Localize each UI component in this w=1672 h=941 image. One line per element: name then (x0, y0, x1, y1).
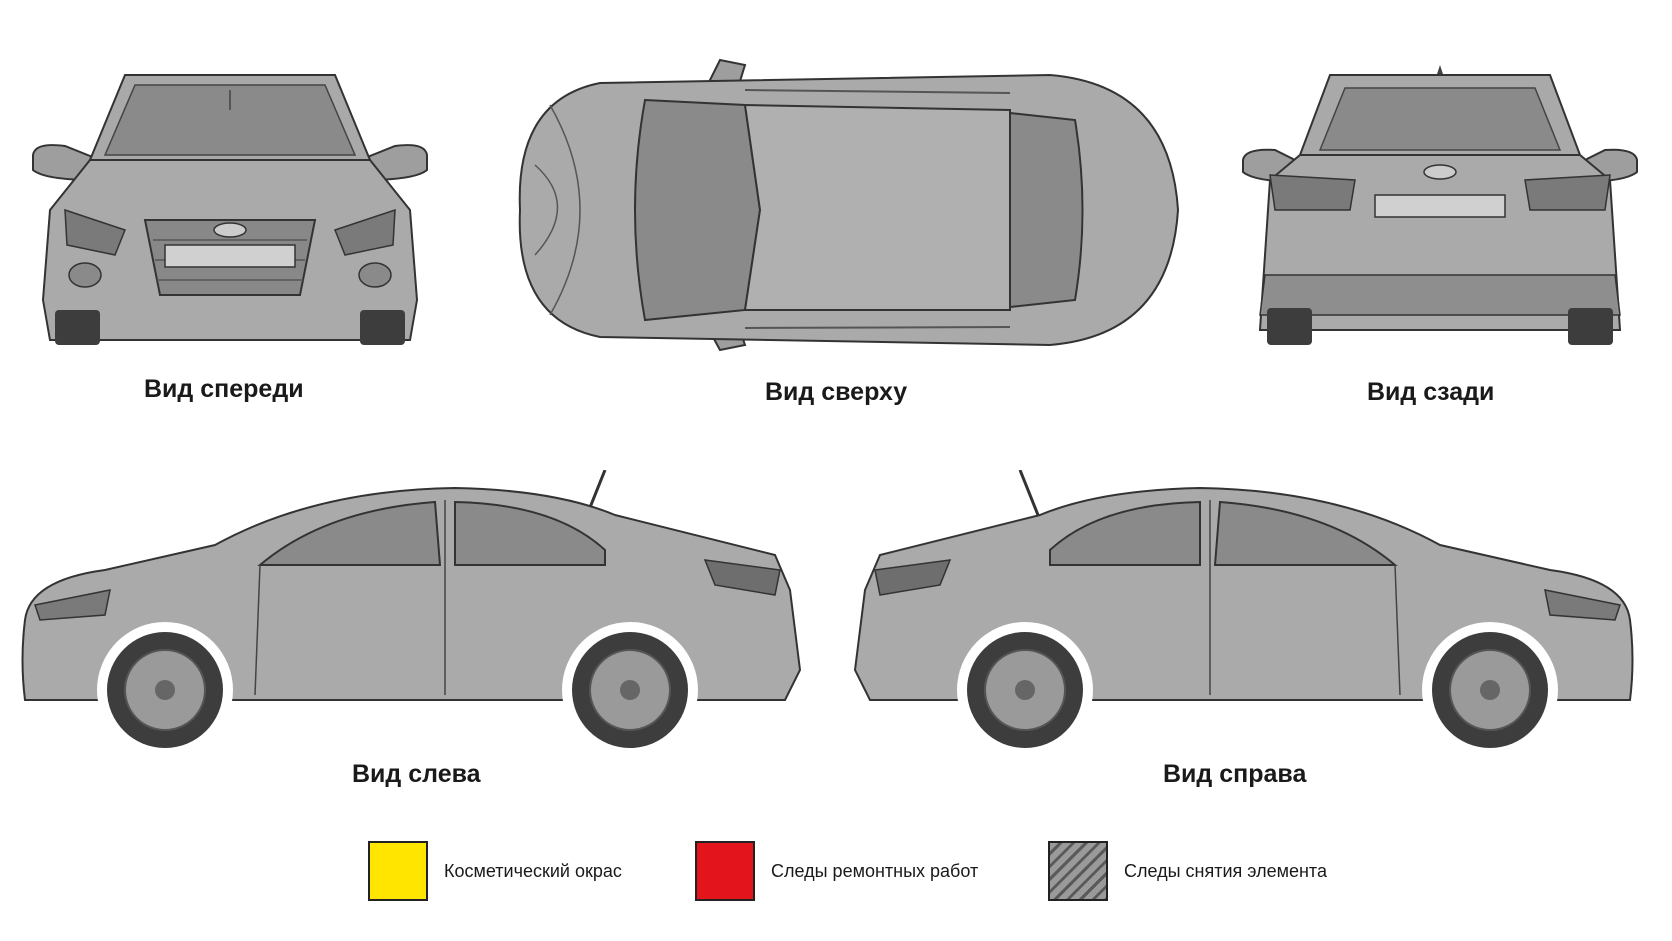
rear-view (1235, 60, 1645, 370)
left-side-view (15, 470, 805, 770)
top-view (490, 45, 1190, 375)
left-view-caption: Вид слева (352, 760, 481, 788)
right-side-view (840, 470, 1640, 770)
right-car-drawing (853, 470, 1634, 758)
legend-cosmetic-paint: Косметический окрас (368, 840, 622, 902)
yellow-swatch (368, 841, 428, 901)
rear-view-caption: Вид сзади (1367, 378, 1495, 406)
left-car-drawing (21, 470, 802, 758)
legend-repair-traces: Следы ремонтных работ (695, 840, 978, 902)
front-car-drawing (32, 74, 428, 345)
rear-car-drawing (1242, 65, 1638, 345)
red-swatch (695, 841, 755, 901)
front-view-caption: Вид спереди (144, 375, 304, 403)
legend-label-cosmetic: Косметический окрас (444, 860, 622, 881)
right-view-caption: Вид справа (1163, 760, 1307, 788)
top-car-drawing (518, 58, 1180, 352)
legend-label-removal: Следы снятия элемента (1124, 860, 1327, 881)
top-view-caption: Вид сверху (765, 378, 908, 406)
hatched-swatch (1048, 841, 1108, 901)
front-view (25, 60, 435, 370)
legend-label-repair: Следы ремонтных работ (771, 860, 979, 881)
legend-removal-traces: Следы снятия элемента (1048, 840, 1327, 902)
